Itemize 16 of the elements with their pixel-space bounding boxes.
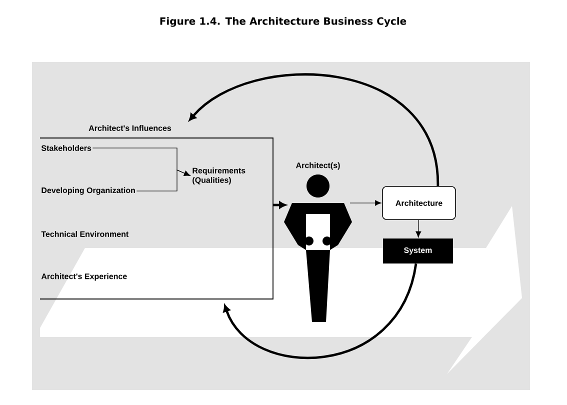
arrow (223, 304, 230, 312)
arrow (416, 220, 422, 238)
title: Figure 1.4. The Architecture Business Cycle (160, 17, 406, 27)
arrow (136, 170, 190, 192)
item-label: Technical Environment (41, 231, 129, 237)
system-box: System (383, 238, 453, 264)
item-label: Architect's Experience (41, 273, 127, 281)
person-drawing (284, 174, 352, 322)
arrow (188, 113, 196, 121)
arrow (350, 200, 382, 206)
item-label: Developing Organization (42, 187, 135, 195)
architecture-box: Architecture (382, 186, 456, 220)
item-label: Stakeholders (41, 145, 92, 151)
arrow (273, 201, 286, 209)
person-caption: Architect(s) (296, 162, 340, 170)
item-label: Requirements (Qualities) (192, 168, 246, 184)
